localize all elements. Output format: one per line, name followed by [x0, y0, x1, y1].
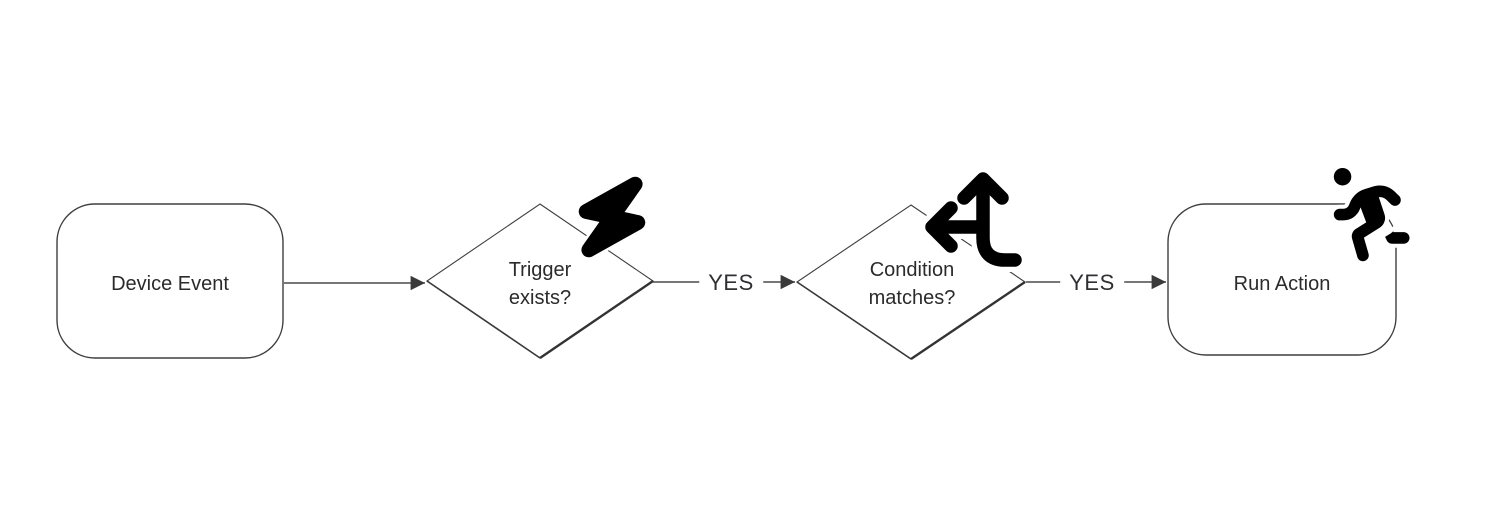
lightning-bolt-icon [576, 174, 648, 260]
node-device-event-shape [56, 203, 284, 359]
arrows-split-up-left-icon [920, 167, 1027, 272]
person-running-icon [1329, 164, 1414, 266]
node-condition-matches-shape [796, 204, 1026, 360]
node-run-action-shape [1167, 203, 1397, 356]
